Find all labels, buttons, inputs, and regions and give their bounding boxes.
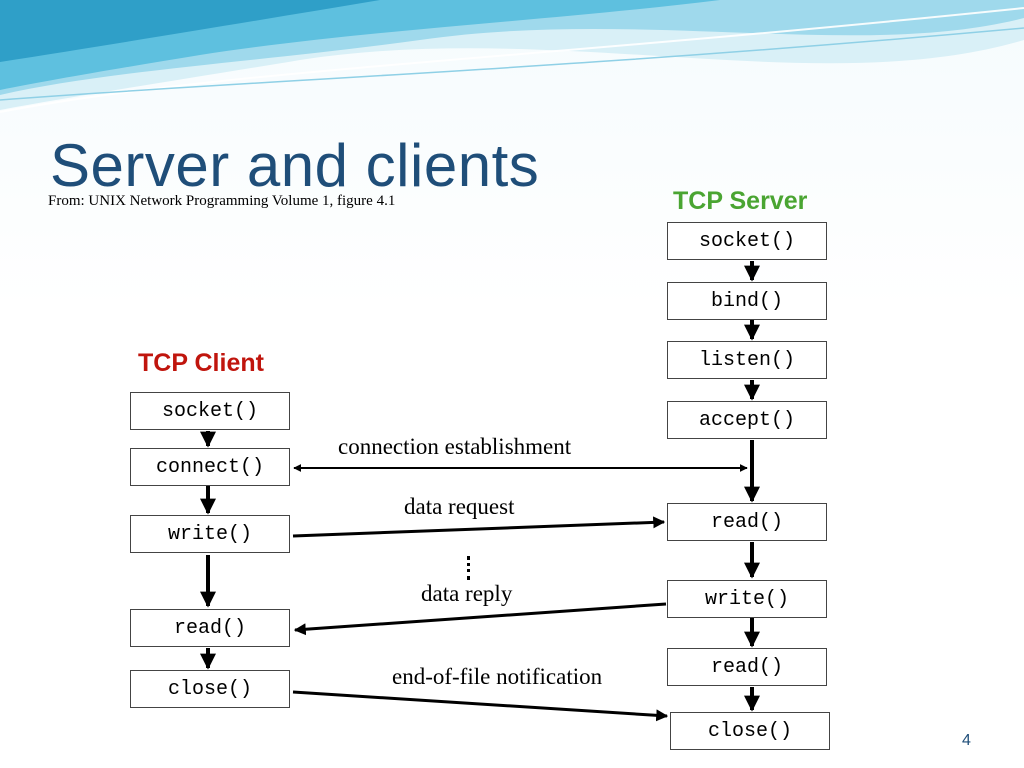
- data-request-label: data request: [404, 494, 515, 519]
- connection-establishment-label: connection establishment: [338, 434, 572, 459]
- tcp-client-heading: TCP Client: [138, 349, 264, 377]
- eof-arrow: [292, 690, 669, 722]
- continuation-dots: [467, 556, 474, 580]
- server-socket-box: socket(): [667, 222, 827, 260]
- client-socket-box: socket(): [130, 392, 290, 430]
- source-citation: From: UNIX Network Programming Volume 1,…: [48, 193, 396, 209]
- server-close-box: close(): [670, 712, 830, 750]
- server-read-box: read(): [667, 503, 827, 541]
- client-close-box: close(): [130, 670, 290, 708]
- server-read-box-2: read(): [667, 648, 827, 686]
- server-write-box: write(): [667, 580, 827, 618]
- end-of-file-label: end-of-file notification: [392, 664, 603, 689]
- data-reply-arrow: [293, 602, 667, 636]
- client-read-box: read(): [130, 609, 290, 647]
- client-write-box: write(): [130, 515, 290, 553]
- data-request-arrow: [292, 516, 666, 538]
- client-connect-box: connect(): [130, 448, 290, 486]
- data-reply-label: data reply: [421, 581, 513, 606]
- server-bind-box: bind(): [667, 282, 827, 320]
- header-wave-decoration: [0, 0, 1024, 113]
- tcp-server-heading: TCP Server: [673, 187, 808, 215]
- page-number: 4: [962, 732, 971, 749]
- server-listen-box: listen(): [667, 341, 827, 379]
- server-accept-box: accept(): [667, 401, 827, 439]
- slide-title: Server and clients: [50, 132, 540, 199]
